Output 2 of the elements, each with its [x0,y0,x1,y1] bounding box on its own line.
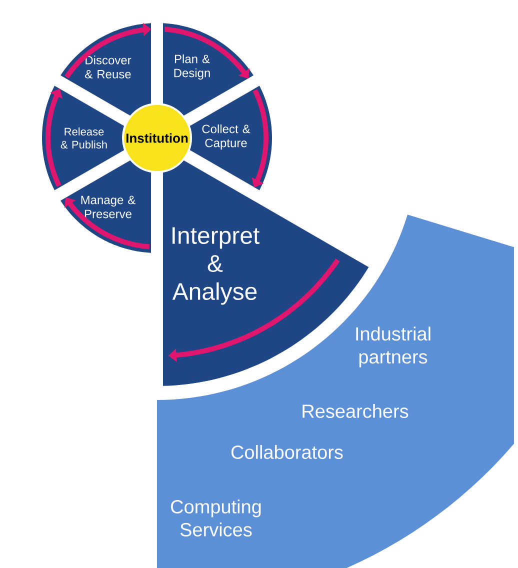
node-label: Release & Publish [60,127,107,149]
sector: Discover & Reuse [60,23,151,128]
